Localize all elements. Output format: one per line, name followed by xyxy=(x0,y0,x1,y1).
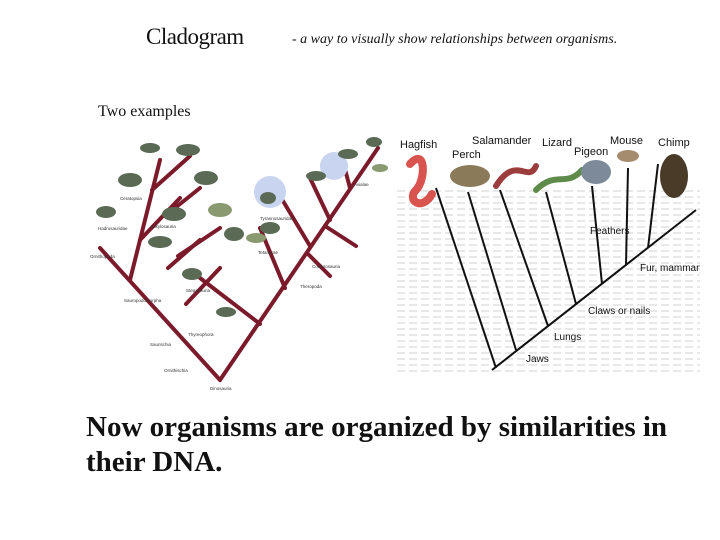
dino-label: Hadrosauridae xyxy=(98,226,128,231)
dino-label: Avialae xyxy=(354,182,369,187)
slide-subtitle: - a way to visually show relationships b… xyxy=(292,32,618,47)
organism-label: Chimp xyxy=(658,137,690,149)
trait-label: Lungs xyxy=(554,332,581,343)
dino-label: Stegosauria xyxy=(186,288,211,293)
dino-label: Coelurosauria xyxy=(312,264,341,269)
dino-label: Ornithopoda xyxy=(90,254,115,259)
lizard-icon xyxy=(533,167,585,193)
organism-label: Lizard xyxy=(542,137,572,149)
dino-label: Tetanurae xyxy=(258,250,279,255)
dino-label: Ornithischia xyxy=(164,368,188,373)
dino-label: Dinosauria xyxy=(210,386,232,391)
dino-label: Saurischia xyxy=(150,342,172,347)
perch-icon xyxy=(450,165,490,187)
trait-label: Claws or nails xyxy=(588,306,650,317)
trait-label: Jaws xyxy=(526,354,549,365)
dino-label: Tyrannosauridae xyxy=(260,216,294,221)
pigeon-icon xyxy=(581,160,611,184)
dinosaur-tree-figure: Dinosauria Saurischia Ornithischia Sauro… xyxy=(90,137,388,391)
caption-text: Now organisms are organized by similarit… xyxy=(86,411,668,478)
vertebrate-cladogram-figure: Hagfish Perch Salamander Lizard Pigeon M… xyxy=(396,135,700,374)
dino-label: Ceratopsia xyxy=(120,196,142,201)
trait-label: Feathers xyxy=(590,226,629,237)
organism-label: Mouse xyxy=(610,135,643,147)
dino-label: Thyreophora xyxy=(188,332,214,337)
chimp-icon xyxy=(660,154,688,198)
hagfish-icon xyxy=(406,154,436,208)
dino-label: Ankylosauria xyxy=(150,224,176,229)
slide-title: Cladogram xyxy=(146,24,244,49)
examples-label: Two examples xyxy=(98,103,191,120)
organism-label: Hagfish xyxy=(400,139,437,151)
dino-label: Sauropodomorpha xyxy=(124,298,162,303)
organism-label: Pigeon xyxy=(574,146,608,158)
organism-label: Salamander xyxy=(472,135,532,147)
salamander-icon xyxy=(493,163,539,189)
organism-label: Perch xyxy=(452,149,481,161)
trait-label: Fur, mammary glands xyxy=(640,263,700,274)
dino-label: Theropoda xyxy=(300,284,322,289)
mouse-icon xyxy=(617,150,639,162)
